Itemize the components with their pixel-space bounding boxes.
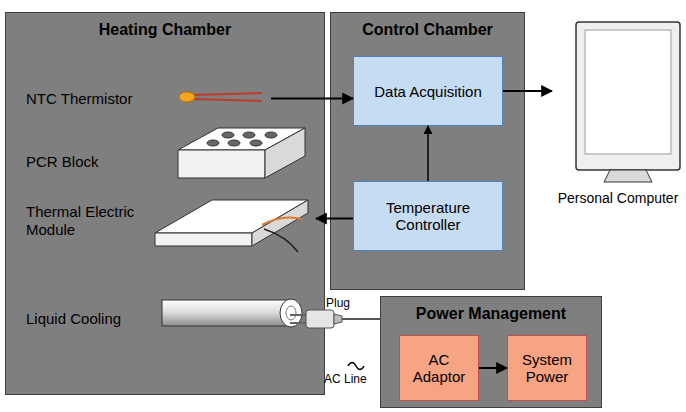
process-box: Temperature Controller <box>353 181 503 251</box>
component-item: Thermal Electric Module <box>16 186 316 256</box>
chamber-panel: Heating ChamberNTC ThermistorPCR BlockTh… <box>5 12 325 395</box>
monitor-icon <box>576 22 680 182</box>
node-label: AC Adaptor <box>404 351 474 385</box>
connector-arrow <box>316 218 353 220</box>
process-box: AC Adaptor <box>399 335 479 401</box>
node-label: Temperature Controller <box>358 199 498 233</box>
annotation-label: Plug <box>326 296 350 310</box>
plug-icon <box>290 310 381 328</box>
connector-arrow <box>503 90 552 92</box>
node-label: Data Acquisition <box>374 83 482 100</box>
computer-node: Personal Computer <box>552 18 684 210</box>
component-item: Liquid Cooling <box>16 296 316 342</box>
node-label: NTC Thermistor <box>16 90 164 108</box>
connector-arrow <box>427 126 429 181</box>
panel-title: Power Management <box>381 297 601 323</box>
component-item: PCR Block <box>16 128 316 196</box>
connector-arrow <box>271 98 353 100</box>
liquid-cooling-icon <box>162 299 302 327</box>
power-panel: Power Management AC Adaptor System Power <box>380 296 602 408</box>
pcr-block-icon <box>178 128 305 178</box>
connector-arrow <box>479 367 507 369</box>
ac-symbol <box>348 363 364 370</box>
node-label: PCR Block <box>16 153 164 171</box>
process-box: Data Acquisition <box>353 56 503 126</box>
component-item: NTC Thermistor <box>16 76 271 121</box>
node-label: Personal Computer <box>558 190 679 206</box>
thermistor-icon <box>179 92 262 102</box>
thermoelectric-module-icon <box>155 200 308 252</box>
process-box: System Power <box>507 335 587 401</box>
node-label: Liquid Cooling <box>16 310 164 328</box>
chamber-panel: Control ChamberData AcquisitionTemperatu… <box>330 12 525 290</box>
panel-title: Control Chamber <box>331 13 524 39</box>
annotation-label: AC Line <box>324 372 367 386</box>
node-label: System Power <box>512 351 582 385</box>
node-label: Thermal Electric Module <box>16 203 164 239</box>
panel-title: Heating Chamber <box>6 13 324 39</box>
